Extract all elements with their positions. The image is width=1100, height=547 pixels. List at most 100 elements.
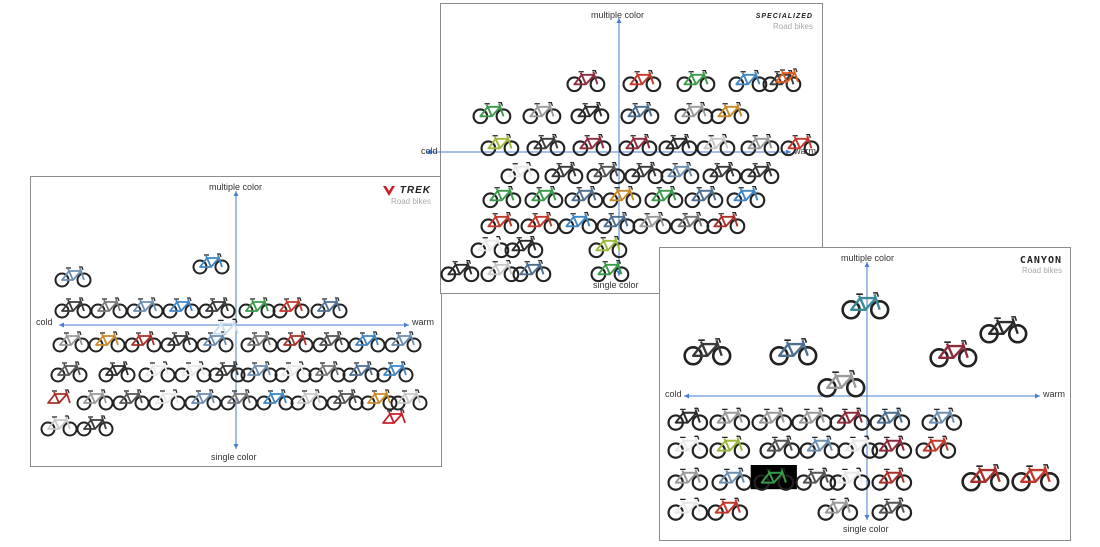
- bike-thumbnail: [480, 134, 520, 157]
- bike-thumbnail: [711, 467, 753, 491]
- bike-thumbnail: [376, 361, 414, 383]
- bike-thumbnail: [88, 331, 126, 353]
- bike-thumbnail: [667, 467, 709, 491]
- bike-thumbnail: [670, 212, 710, 235]
- bike-thumbnail: [799, 435, 841, 459]
- specialized-brand-name: SPECIALIZED: [755, 13, 813, 20]
- canyon-brand: CANYON Road bikes: [1020, 256, 1062, 276]
- specialized-panel: multiple color single color cold warm SP…: [421, 3, 823, 294]
- bike-thumbnail: [667, 435, 709, 459]
- trek-logo-icon: [382, 186, 395, 196]
- bike-thumbnail: [817, 370, 866, 398]
- bike-thumbnail: [837, 435, 879, 459]
- trek-plot: [40, 191, 428, 449]
- bike-thumbnail: [740, 134, 780, 157]
- bike-thumbnail: [40, 415, 78, 437]
- bike-thumbnail: [570, 102, 610, 125]
- bike-thumbnail: [256, 389, 294, 411]
- trek-axis-top-label: multiple color: [209, 182, 263, 192]
- canyon-axis-right-label: warm: [1043, 389, 1065, 399]
- bike-thumbnail: [586, 162, 626, 185]
- bike-thumbnail: [238, 297, 276, 319]
- bike-thumbnail: [709, 407, 751, 431]
- specialized-axis-left-label: cold: [421, 146, 438, 156]
- bike-thumbnail: [196, 331, 234, 353]
- bike-thumbnail: [929, 340, 978, 368]
- bike-thumbnail: [624, 162, 664, 185]
- bike-thumbnail: [308, 361, 346, 383]
- bike-thumbnail: [676, 70, 716, 93]
- bike-thumbnail: [480, 212, 520, 235]
- trek-subtitle: Road bikes: [390, 197, 431, 206]
- bike-thumbnail: [566, 70, 606, 93]
- trek-axis-right-label: warm: [412, 317, 434, 327]
- bike-thumbnail: [915, 435, 957, 459]
- bike-thumbnail: [558, 212, 598, 235]
- canyon-subtitle: Road bikes: [1021, 266, 1062, 275]
- bike-thumbnail: [871, 497, 913, 521]
- bike-thumbnail: [618, 134, 658, 157]
- specialized-subtitle: Road bikes: [772, 22, 813, 31]
- bike-thumbnail: [590, 260, 630, 283]
- bike-thumbnail: [148, 389, 186, 411]
- bike-thumbnail: [348, 331, 386, 353]
- trek-brand-name: TREK: [399, 185, 431, 196]
- bike-thumbnail: [76, 389, 114, 411]
- specialized-axis-top-label: multiple color: [591, 10, 645, 20]
- trek-axis-bottom-label: single color: [211, 452, 257, 462]
- trek-brand: TREK Road bikes: [382, 185, 431, 207]
- bike-thumbnail: [829, 407, 871, 431]
- bike-thumbnail: [829, 467, 871, 491]
- bike-thumbnail: [390, 389, 428, 411]
- canyon-brand-name: CANYON: [1019, 255, 1062, 266]
- bike-thumbnail: [342, 361, 380, 383]
- canyon-axis-top-label: multiple color: [841, 253, 895, 263]
- bike-thumbnail: [90, 297, 128, 319]
- bike-thumbnail: [50, 361, 88, 383]
- specialized-axis-right-label: warm: [794, 146, 816, 156]
- bike-thumbnail: [620, 102, 660, 125]
- bike-thumbnail: [762, 70, 802, 93]
- bike-thumbnail: [869, 407, 911, 431]
- canyon-axis-left-label: cold: [665, 389, 682, 399]
- bike-thumbnail: [674, 102, 714, 125]
- bike-thumbnail: [76, 415, 114, 437]
- bike-thumbnail: [696, 134, 736, 157]
- bike-thumbnail: [728, 70, 768, 93]
- specialized-plot: [426, 18, 820, 283]
- bike-thumbnail: [667, 407, 709, 431]
- bike-thumbnail: [961, 464, 1010, 492]
- bike-thumbnail: [522, 102, 562, 125]
- bike-thumbnail: [220, 389, 258, 411]
- bike-thumbnail: [312, 331, 350, 353]
- bike-thumbnail: [208, 361, 246, 383]
- bike-thumbnail: [512, 260, 552, 283]
- bike-thumbnail: [775, 68, 799, 83]
- bike-thumbnail: [572, 134, 612, 157]
- bike-thumbnail: [440, 260, 480, 283]
- bike-thumbnail: [726, 186, 766, 209]
- bike-thumbnail: [658, 134, 698, 157]
- bike-thumbnail: [660, 162, 700, 185]
- bike-thumbnail: [384, 331, 422, 353]
- bike-thumbnail: [596, 212, 636, 235]
- bike-thumbnail: [276, 331, 314, 353]
- bike-thumbnail: [602, 186, 642, 209]
- bike-thumbnail: [504, 236, 544, 259]
- bike-thumbnail: [124, 331, 162, 353]
- bike-thumbnail: [54, 266, 92, 288]
- canyon-panel: multiple color single color cold warm CA…: [659, 247, 1071, 541]
- bike-thumbnail: [160, 331, 198, 353]
- bike-thumbnail: [198, 297, 236, 319]
- bike-thumbnail: [382, 409, 406, 424]
- bike-thumbnail: [480, 260, 520, 283]
- bike-thumbnail: [709, 435, 751, 459]
- bike-thumbnail: [622, 70, 662, 93]
- specialized-brand: SPECIALIZED Road bikes: [756, 12, 813, 32]
- bike-thumbnail: [780, 134, 820, 157]
- bike-thumbnail: [841, 292, 890, 320]
- bike-thumbnail: [526, 134, 566, 157]
- bike-thumbnail: [524, 186, 564, 209]
- bike-thumbnail: [290, 389, 328, 411]
- bike-thumbnail: [310, 297, 348, 319]
